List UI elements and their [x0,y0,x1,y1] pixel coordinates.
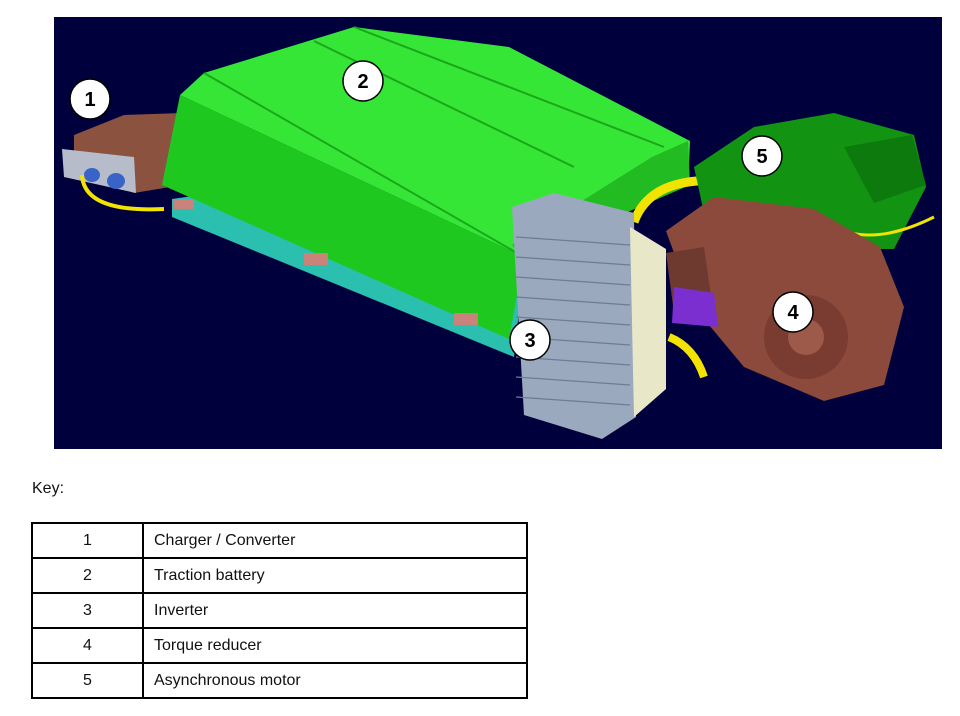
callout-1: 1 [69,78,111,120]
key-table: 1 Charger / Converter 2 Traction battery… [31,522,528,699]
key-description: Asynchronous motor [142,662,528,699]
table-row: 1 Charger / Converter [31,522,528,559]
inverter-part [512,193,666,439]
table-row: 4 Torque reducer [31,627,528,664]
key-number: 2 [31,557,144,594]
svg-text:5: 5 [756,146,767,168]
callout-4: 4 [772,291,814,333]
key-number: 1 [31,522,144,559]
key-description: Traction battery [142,557,528,594]
table-row: 5 Asynchronous motor [31,662,528,699]
powertrain-illustration: 1 2 3 4 5 [54,17,942,449]
key-description: Charger / Converter [142,522,528,559]
svg-text:4: 4 [787,302,799,324]
key-number: 4 [31,627,144,664]
svg-text:3: 3 [524,330,535,352]
key-description: Inverter [142,592,528,629]
key-number: 5 [31,662,144,699]
callout-5: 5 [741,135,783,177]
key-heading: Key: [32,480,65,497]
hv-cable [667,333,708,379]
key-description: Torque reducer [142,627,528,664]
key-number: 3 [31,592,144,629]
table-row: 2 Traction battery [31,557,528,594]
table-row: 3 Inverter [31,592,528,629]
svg-text:1: 1 [84,89,95,111]
charger-converter-part [62,113,182,212]
callout-3: 3 [509,319,551,361]
svg-text:2: 2 [357,71,368,93]
callout-2: 2 [342,60,384,102]
